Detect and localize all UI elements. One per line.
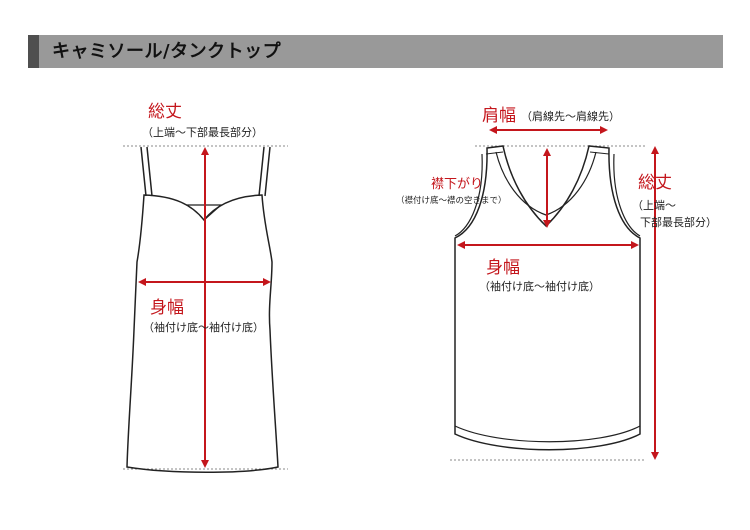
camisole-length-label: 総丈 — [148, 102, 182, 122]
section-header: キャミソール/タンクトップ — [28, 35, 723, 68]
tanktop-width-note: （袖付け底〜袖付け底） — [479, 279, 600, 293]
camisole-right-strap — [258, 146, 271, 197]
tanktop-right-armhole-binding — [613, 153, 641, 237]
tanktop-length-note-line1: （上端〜 — [632, 199, 676, 212]
tanktop-left-shoulder-seam — [485, 151, 504, 155]
tanktop-figure: 肩幅 （肩線先〜肩線先） 襟下がり （襟付け底〜襟の空きまで） 身幅 （袖付け底… — [396, 106, 717, 461]
header-accent — [28, 35, 39, 68]
camisole-left-strap — [140, 146, 153, 197]
tanktop-hem-binding — [454, 425, 641, 443]
tanktop-right-shoulder-seam — [589, 151, 610, 155]
camisole-body-outline — [126, 194, 279, 473]
section-title: キャミソール/タンクトップ — [52, 41, 282, 62]
tanktop-width-label: 身幅 — [486, 258, 520, 278]
tanktop-left-armhole-binding — [454, 153, 483, 237]
tanktop-shoulder-note: （肩線先〜肩線先） — [521, 109, 620, 123]
camisole-length-note: （上端〜下部最長部分） — [142, 125, 263, 139]
camisole-width-label: 身幅 — [150, 298, 184, 318]
camisole-neck-trim — [186, 204, 223, 221]
camisole-figure: 総丈 （上端〜下部最長部分） 身幅 （袖付け底〜袖付け底） — [123, 102, 288, 473]
tanktop-neck-note: （襟付け底〜襟の空きまで） — [396, 195, 507, 206]
tanktop-neck-label: 襟下がり — [431, 177, 483, 192]
tanktop-length-label: 総丈 — [638, 173, 672, 193]
tanktop-length-note-line2: 下部最長部分） — [640, 215, 717, 229]
camisole-width-note: （袖付け底〜袖付け底） — [143, 320, 264, 334]
tanktop-shoulder-label: 肩幅 — [482, 106, 516, 126]
